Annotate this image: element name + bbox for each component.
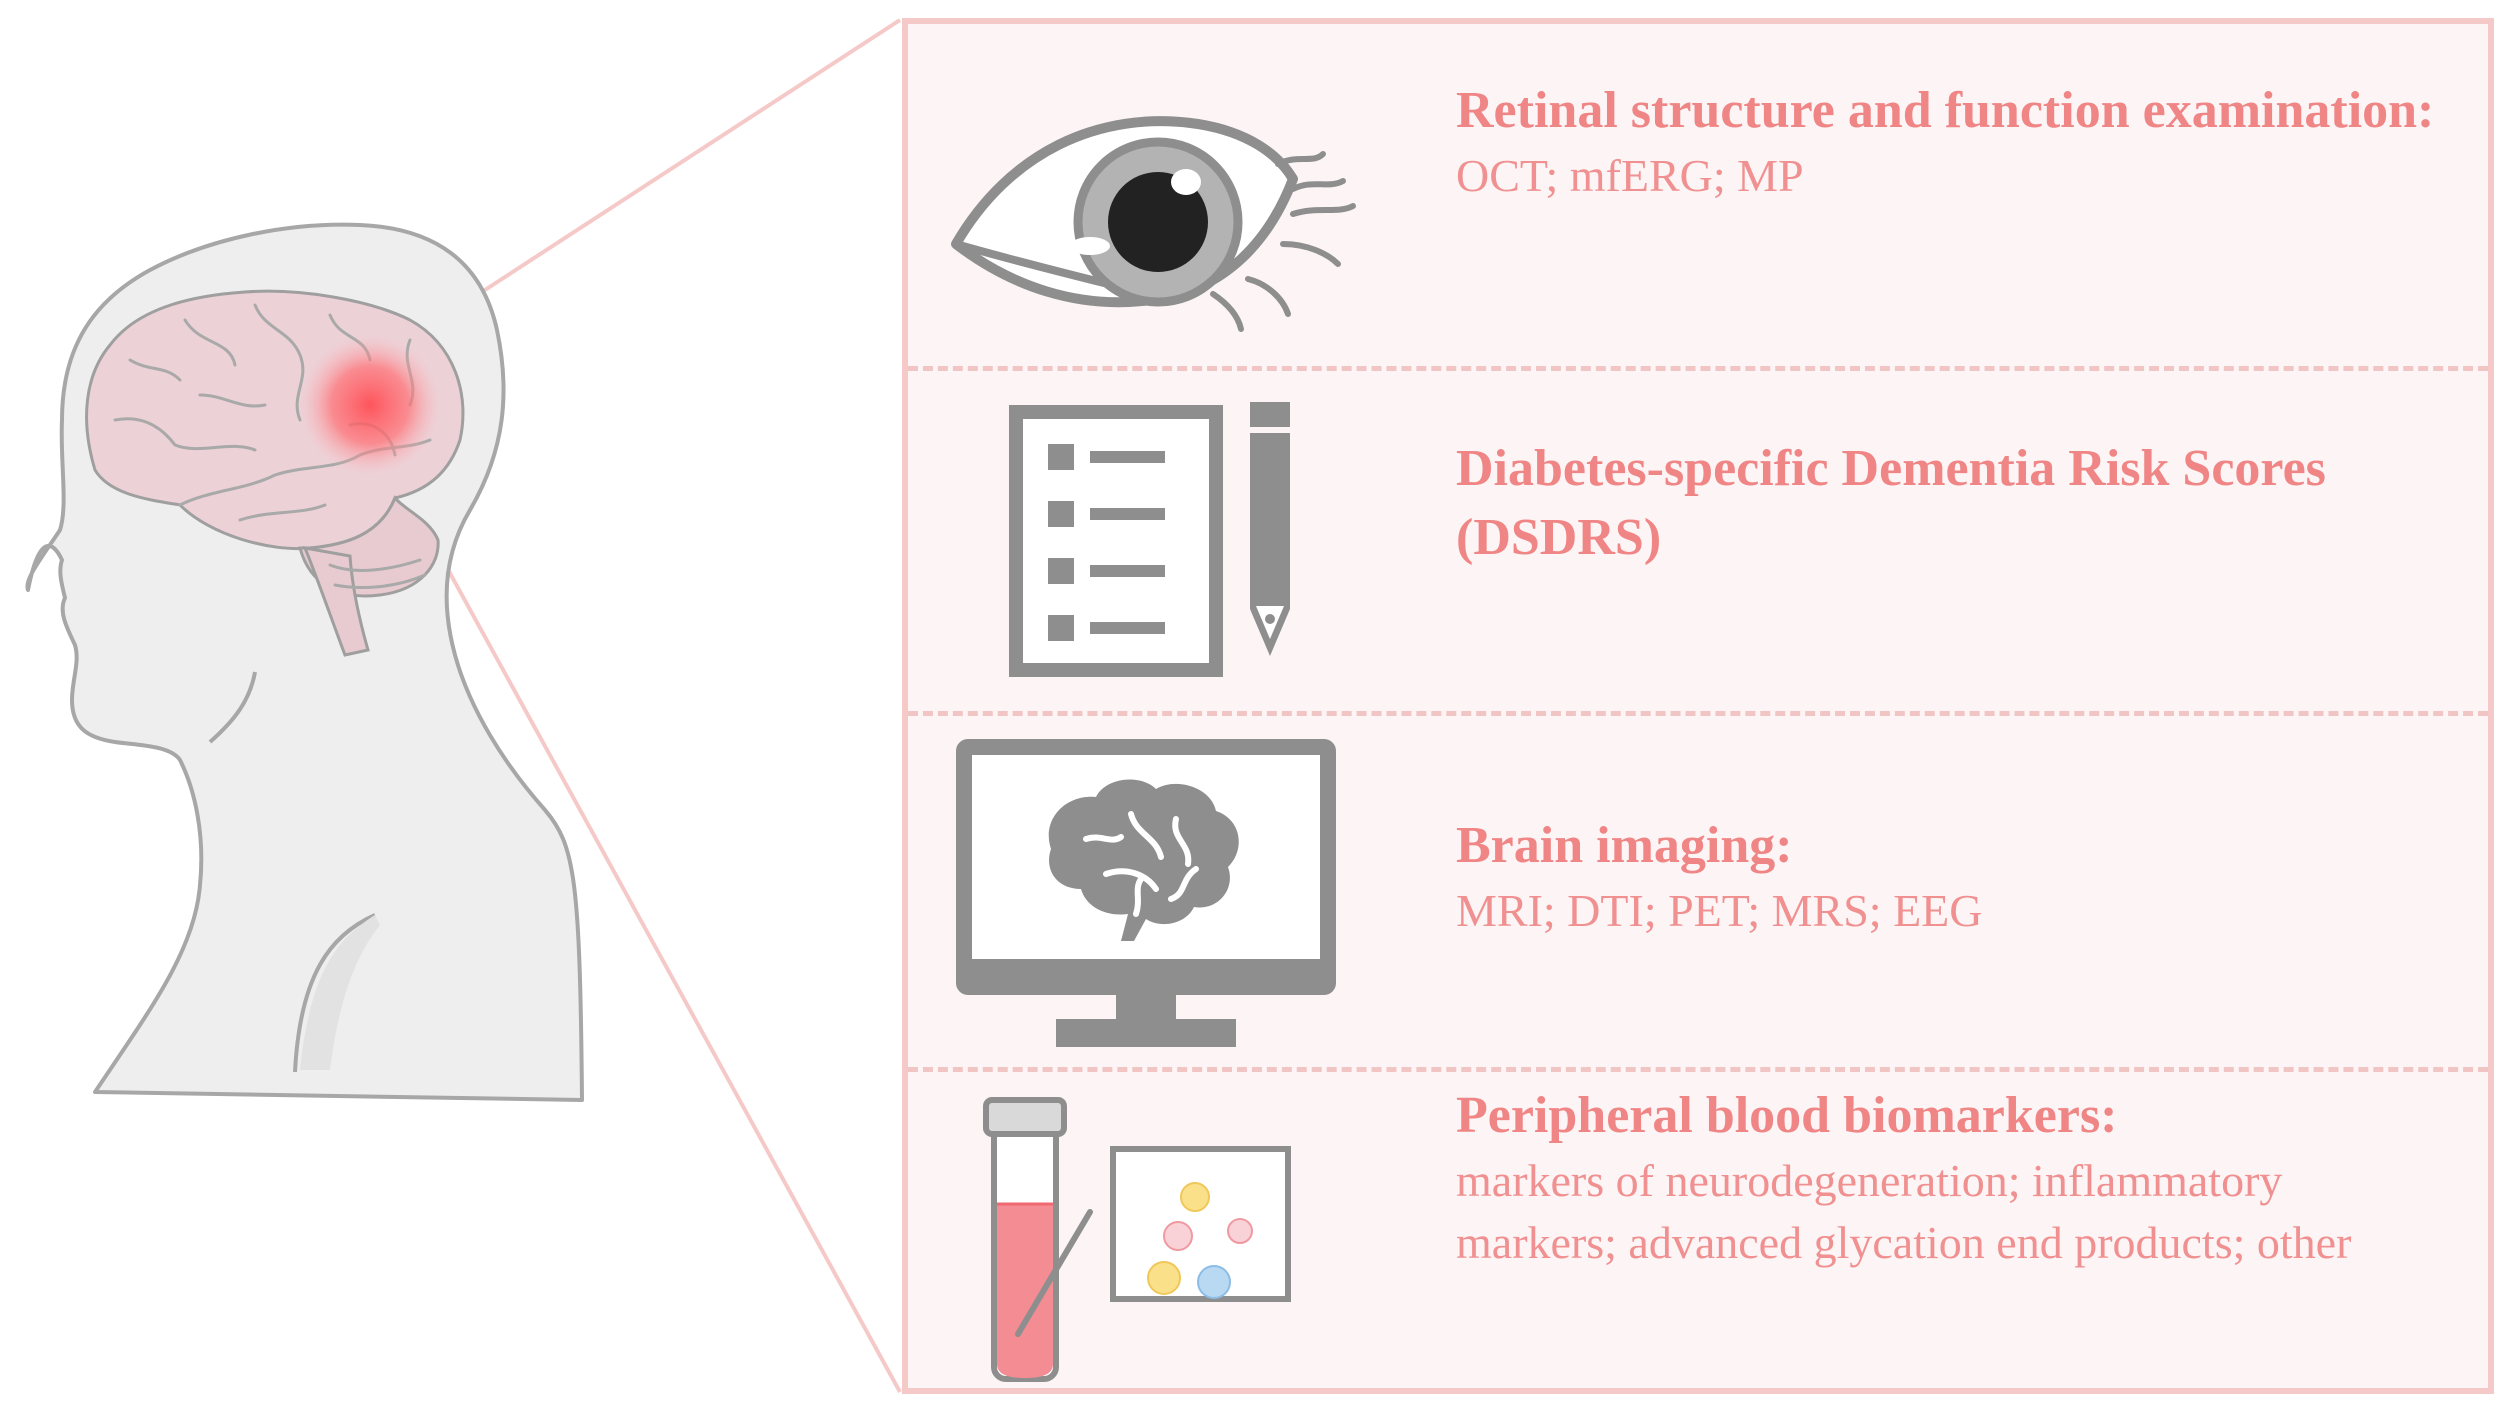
section-retinal: Retinal structure and function examinati… <box>1456 76 2456 207</box>
shoulder-shade <box>300 915 380 1070</box>
monitor-brain-glyph <box>1048 779 1239 941</box>
brain-stem <box>302 546 370 657</box>
checklist-pencil-icon <box>1009 402 1290 677</box>
human-head-brain-icon <box>25 222 584 1102</box>
brain-hotspot <box>300 335 440 475</box>
shoulder-line <box>293 913 376 1073</box>
section-divider <box>908 1067 2488 1072</box>
monitor-brain-icon <box>956 739 1336 1047</box>
section-detail-imaging: MRI; DTI; PET; MRS; EEG <box>1456 885 1983 936</box>
section-detail-retinal: OCT; mfERG; MP <box>1456 150 1804 201</box>
section-title-imaging: Brain imaging: <box>1456 817 1793 874</box>
callout-line-bottom <box>383 454 902 1393</box>
section-title-retinal: Retinal structure and function examinati… <box>1456 82 2435 139</box>
section-imaging: Brain imaging: MRI; DTI; PET; MRS; EEG <box>1456 811 2356 942</box>
assessment-panel: Retinal structure and function examinati… <box>902 18 2494 1394</box>
section-divider <box>908 366 2488 371</box>
section-dsdrs: Diabetes-specific Dementia Risk Scores (… <box>1456 434 2356 572</box>
eye-icon <box>951 116 1356 332</box>
section-title-dsdrs: Diabetes-specific Dementia Risk Scores (… <box>1456 440 2326 566</box>
blood-tube-slide-icon <box>983 1097 1291 1382</box>
section-blood: Peripheral blood biomarkers: markers of … <box>1456 1081 2356 1274</box>
jaw-line <box>208 671 257 744</box>
section-divider <box>908 711 2488 716</box>
section-title-blood: Peripheral blood biomarkers: <box>1456 1087 2118 1144</box>
section-detail-blood: markers of neurodegeneration; inflammato… <box>1456 1155 2352 1268</box>
